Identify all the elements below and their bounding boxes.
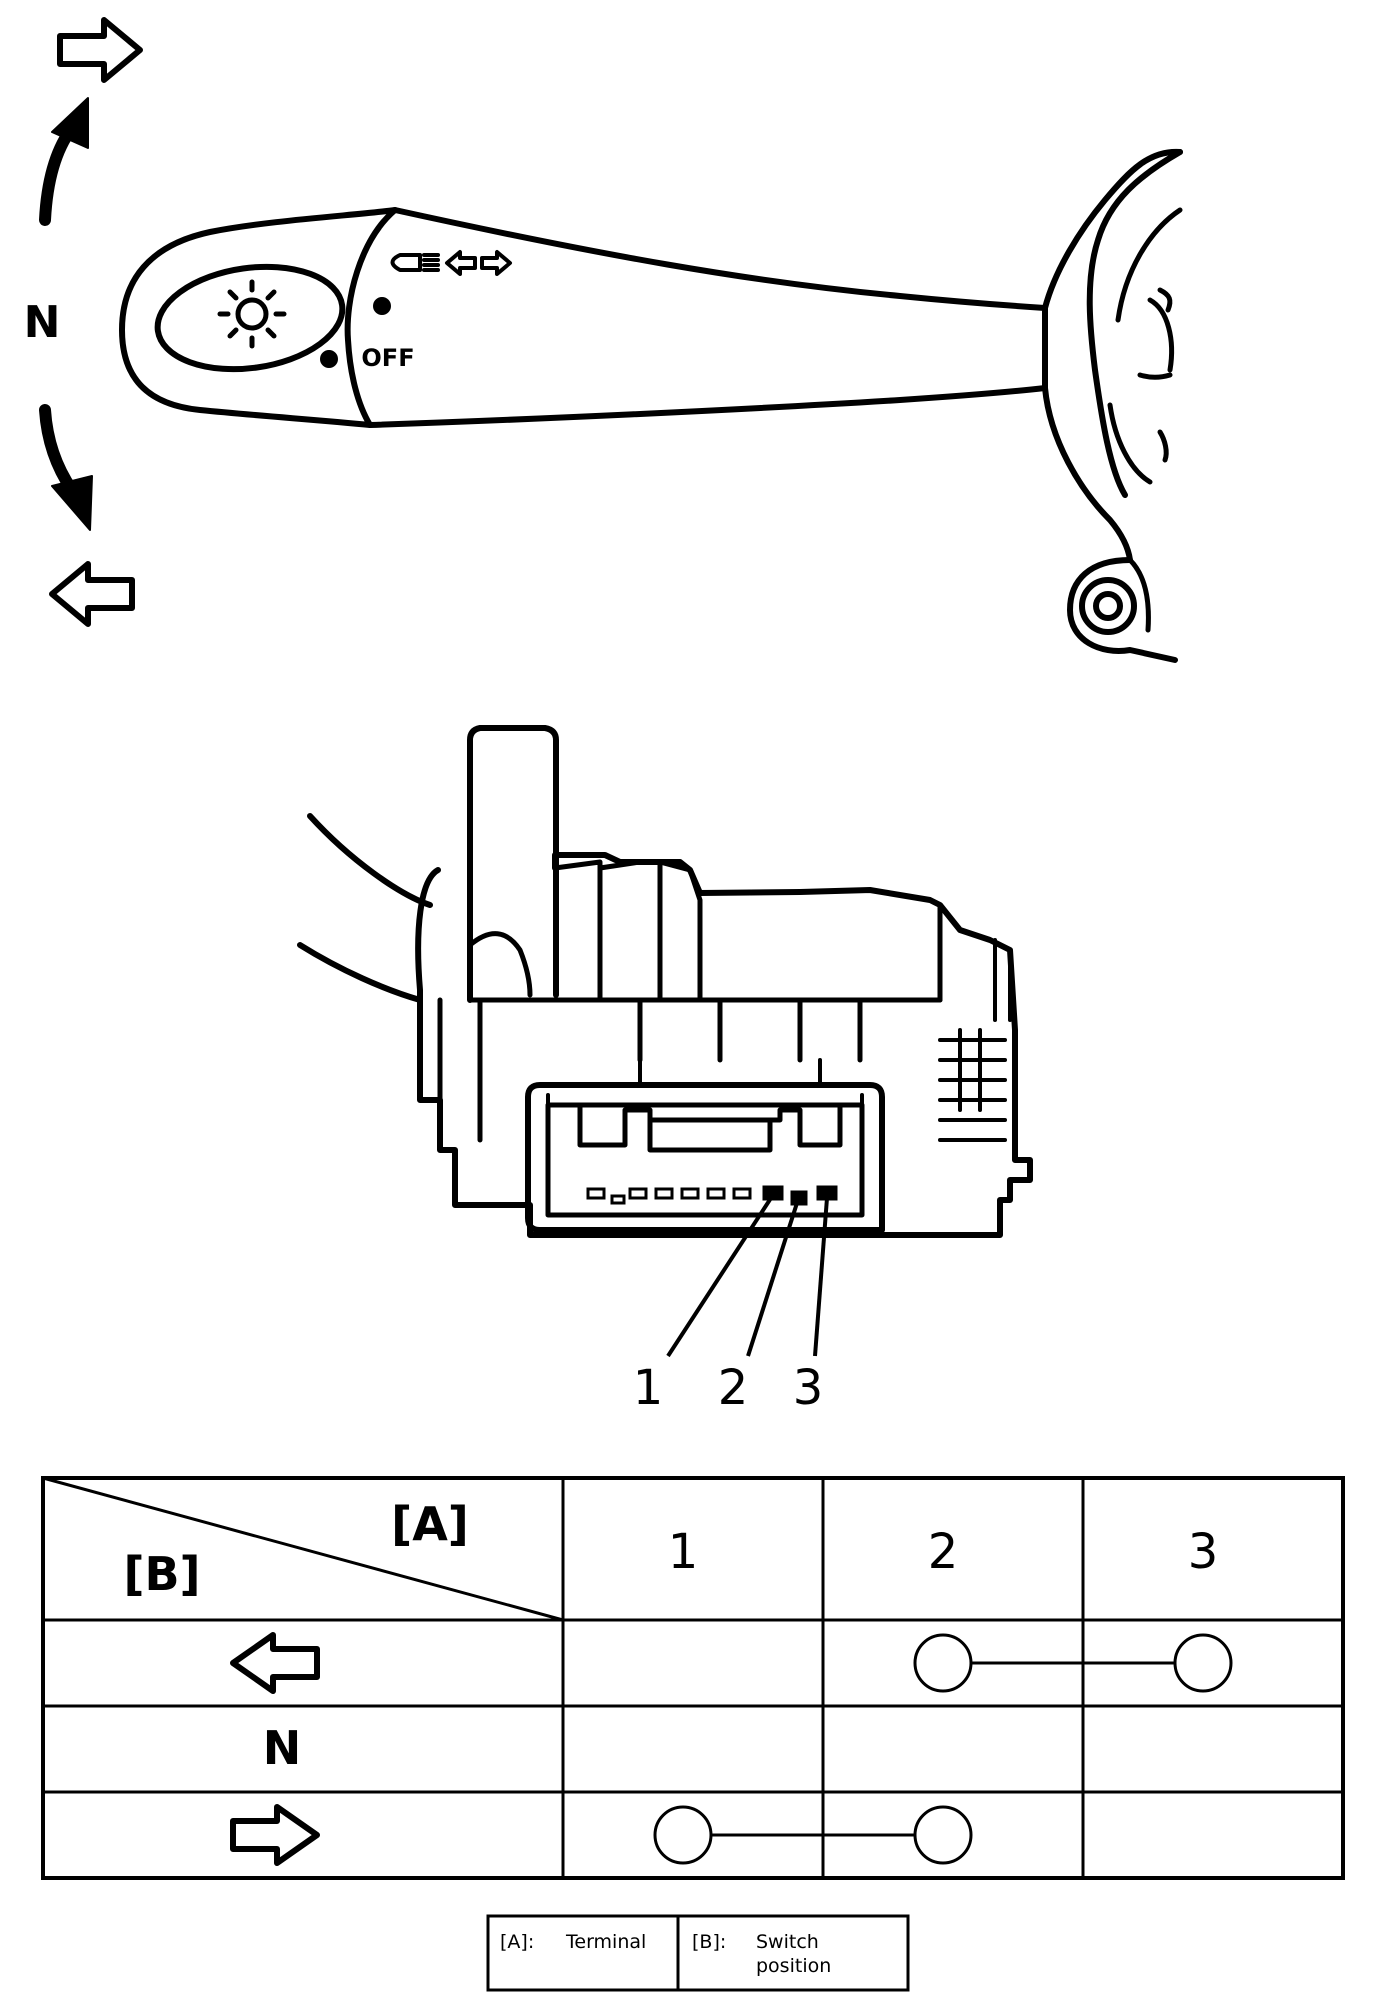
terminal-1 — [762, 1185, 784, 1201]
legend-b-key: [B]: — [692, 1931, 726, 1953]
legend-box — [486, 1914, 910, 1992]
continuity-circle-terminal-1 — [653, 1805, 713, 1865]
curved-arrow-up-icon — [39, 97, 89, 226]
terminal-label-1: 1 — [633, 1360, 664, 1416]
continuity-circle-terminal-2 — [913, 1633, 973, 1693]
neutral-label: N — [24, 297, 61, 348]
header-a: [A] — [391, 1497, 469, 1551]
terminal-slot — [586, 1187, 606, 1200]
terminal-slot — [628, 1187, 648, 1200]
legend-b-value-line1: Switch — [756, 1931, 819, 1953]
position-dot — [320, 350, 338, 368]
table-border — [41, 1476, 1345, 1880]
lever-illustration — [39, 20, 1183, 663]
connector-terminals — [586, 1185, 838, 1206]
leader-line-1 — [666, 1196, 773, 1358]
terminal-slot — [654, 1187, 674, 1200]
column-housing — [1042, 148, 1183, 663]
off-label: OFF — [361, 344, 414, 372]
connector-shell — [525, 1082, 885, 1233]
continuity-marks — [653, 1633, 1233, 1865]
column-header-1: 1 — [668, 1524, 699, 1580]
wire — [307, 813, 433, 908]
terminal-slot — [680, 1187, 700, 1200]
terminal-label-2: 2 — [718, 1360, 749, 1416]
left-arrow-icon — [52, 564, 132, 624]
left-arrow-icon — [230, 1632, 320, 1694]
column-header-3: 3 — [1188, 1524, 1219, 1580]
column-header-2: 2 — [928, 1524, 959, 1580]
stalk — [467, 725, 559, 1003]
legend-a-key: [A]: — [500, 1931, 534, 1953]
terminal-slot — [732, 1187, 752, 1200]
curved-arrow-down-icon — [39, 404, 93, 531]
switch-assembly — [297, 725, 1033, 1238]
knob-oval — [154, 263, 346, 373]
position-dot — [373, 297, 391, 315]
terminal-label-3: 3 — [793, 1360, 824, 1416]
light-icon — [217, 279, 287, 349]
lever-band-line — [344, 207, 398, 428]
row-label-neutral: N — [263, 1721, 302, 1775]
continuity-circle-terminal-3 — [1173, 1633, 1233, 1693]
terminal-3 — [816, 1185, 838, 1201]
headlamp-flash-turn-icon — [390, 250, 512, 276]
header-b: [B] — [123, 1547, 200, 1601]
header-diagonal — [42, 1476, 564, 1622]
continuity-circle-terminal-2 — [913, 1805, 973, 1865]
leader-line-2 — [746, 1202, 799, 1357]
right-arrow-icon — [230, 1804, 320, 1866]
terminal-2 — [790, 1190, 808, 1206]
legend-b-value-line2: position — [756, 1955, 831, 1977]
terminal-slot — [706, 1187, 726, 1200]
right-arrow-icon — [60, 20, 140, 80]
terminal-leaders — [666, 1196, 829, 1358]
terminal-slot — [610, 1194, 626, 1205]
legend-a-value: Terminal — [565, 1931, 646, 1953]
lever-body — [119, 207, 1048, 428]
housing — [415, 852, 1033, 1238]
wire — [297, 942, 423, 1003]
continuity-table — [41, 1476, 1345, 1880]
leader-line-3 — [813, 1197, 829, 1357]
